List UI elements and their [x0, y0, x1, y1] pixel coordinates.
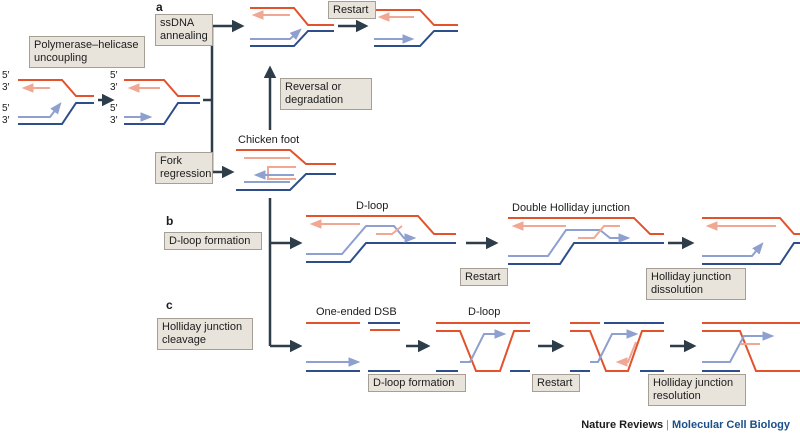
- holliday-junction-cleavage-box: Holliday junction cleavage: [157, 318, 253, 350]
- d-loop-formation-box-b: D-loop formation: [164, 232, 262, 250]
- process-arrows: [98, 19, 697, 353]
- fork-d-loop: [306, 215, 456, 263]
- restart-box-b: Restart: [460, 268, 508, 286]
- journal-name: Molecular Cell Biology: [672, 419, 790, 431]
- chicken-foot-label: Chicken foot: [238, 134, 300, 146]
- five-prime-label: 5′: [110, 103, 118, 114]
- reversal-or-degradation-box: Reversal or degradation: [280, 78, 372, 110]
- one-ended-dsb-label: One-ended DSB: [316, 306, 397, 318]
- figure-credit: Nature Reviews|Molecular Cell Biology: [581, 419, 790, 431]
- holliday-junction-dissolution-box: Holliday junction dissolution: [646, 268, 746, 300]
- d-loop-label-c: D-loop: [468, 306, 501, 318]
- fork-chicken-foot: [236, 149, 336, 191]
- three-prime-label: 3′: [2, 115, 10, 126]
- ssdna-annealing-box: ssDNA annealing: [155, 14, 213, 46]
- holliday-junction-resolution-box: Holliday junction resolution: [648, 374, 746, 406]
- panel-label-c: c: [166, 298, 173, 312]
- three-prime-label: 3′: [110, 115, 118, 126]
- five-prime-label: 5′: [2, 70, 10, 81]
- d-loop-label-b: D-loop: [356, 200, 389, 212]
- fork-resolved-dsb: [702, 322, 800, 372]
- publisher-name: Nature Reviews: [581, 419, 664, 431]
- fork-dissolved: [702, 217, 800, 265]
- fork-restarted-dsb: [570, 322, 664, 372]
- fork-d-loop-dsb: [436, 322, 530, 372]
- fork-initial: [18, 79, 94, 125]
- d-loop-formation-box-c: D-loop formation: [368, 374, 466, 392]
- restart-box-c: Restart: [532, 374, 580, 392]
- panel-label-a: a: [156, 0, 163, 14]
- five-prime-label: 5′: [110, 70, 118, 81]
- five-prime-label: 5′: [2, 103, 10, 114]
- credit-separator: |: [666, 419, 670, 431]
- double-holliday-junction-label: Double Holliday junction: [512, 202, 631, 214]
- three-prime-label: 3′: [2, 82, 10, 93]
- fork-annealed: [250, 7, 334, 47]
- fork-restarted: [374, 9, 458, 47]
- fork-uncoupled: [124, 79, 200, 125]
- three-prime-label: 3′: [110, 82, 118, 93]
- panel-label-b: b: [166, 214, 174, 228]
- polymerase-helicase-uncoupling-box: Polymerase–helicase uncoupling: [29, 36, 145, 68]
- fork-one-ended-dsb: [306, 322, 400, 372]
- fork-regression-box: Fork regression: [155, 152, 213, 184]
- restart-box-top: Restart: [328, 1, 376, 19]
- fork-double-holliday-junction: [508, 217, 664, 265]
